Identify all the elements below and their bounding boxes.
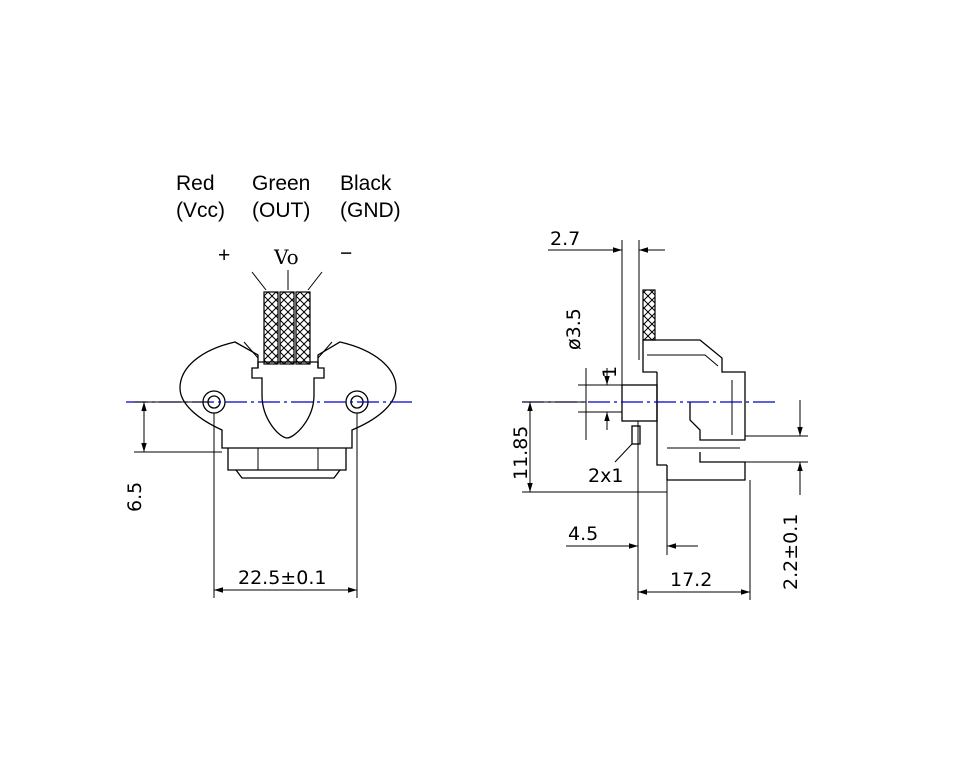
slot-2x1 xyxy=(631,425,641,445)
wire-black xyxy=(295,291,311,365)
wire-green xyxy=(279,291,295,365)
wire-black-signal: (GND) xyxy=(340,199,401,222)
dim-height: 11.85 xyxy=(510,426,532,480)
polarity-vo: Vo xyxy=(273,245,299,269)
body-side-lower xyxy=(666,452,746,481)
polarity-plus: + xyxy=(218,244,230,267)
dim-hole-spacing: 22.5±0.1 xyxy=(238,567,326,589)
wire-red xyxy=(263,291,279,365)
wire-red-signal: (Vcc) xyxy=(176,199,225,222)
body-base xyxy=(235,469,341,479)
dim-hole-diameter: ø3.5 xyxy=(563,308,585,350)
wire-red-label: Red xyxy=(176,172,215,195)
dim-flange-thickness: 2.7 xyxy=(550,228,580,250)
front-view: Red (Vcc) Green (OUT) Black (GND) + Vo − xyxy=(124,172,412,598)
dim-step: 1 xyxy=(599,366,621,378)
wire-green-label: Green xyxy=(252,172,310,195)
body-side-inner xyxy=(647,354,719,367)
wire-green-signal: (OUT) xyxy=(252,199,310,222)
sensor-body-outline xyxy=(179,341,397,449)
connector-head xyxy=(257,361,319,368)
flange-plate xyxy=(621,384,658,422)
flange-edge xyxy=(656,372,667,466)
wire-leaders xyxy=(251,270,323,291)
wire-black-label: Black xyxy=(340,172,392,195)
dim-mount-height: 6.5 xyxy=(124,482,146,512)
body-side-upper xyxy=(643,339,746,441)
slot-leader xyxy=(614,443,633,463)
body-side-back xyxy=(642,340,657,373)
polarity-minus: − xyxy=(340,242,352,265)
dim-depth: 17.2 xyxy=(670,569,712,591)
wire-side xyxy=(642,289,656,341)
dim-slot: 2x1 xyxy=(588,465,623,487)
dim-gap: 2.2±0.1 xyxy=(780,514,802,590)
skirt-lines xyxy=(257,448,319,470)
body-skirt xyxy=(227,448,347,471)
body-inner-edges xyxy=(243,341,333,359)
dim-offset: 4.5 xyxy=(568,523,598,545)
side-view: 2.7 ø3.5 1 11.85 xyxy=(510,228,808,600)
